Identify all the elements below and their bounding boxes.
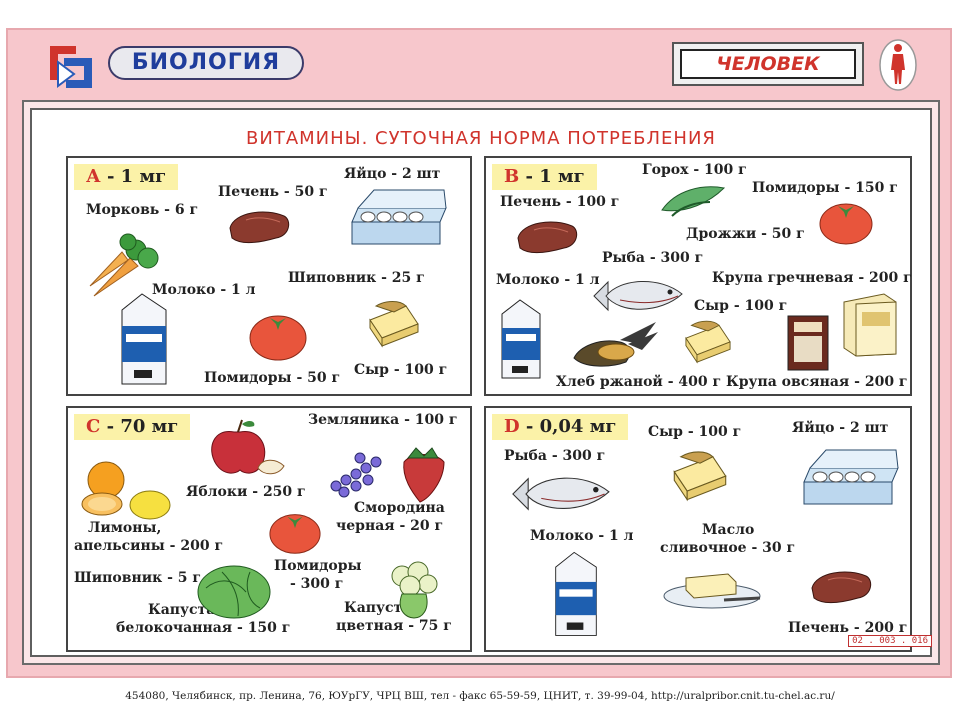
food-label: Сыр - 100 г <box>648 424 742 440</box>
food-label: Помидоры - 150 г <box>752 180 898 196</box>
food-label: белокочанная - 150 г <box>116 620 291 636</box>
orange-icon <box>81 461 125 516</box>
page-title: ВИТАМИНЫ. СУТОЧНАЯ НОРМА ПОТРЕБЛЕНИЯ <box>246 128 716 149</box>
milk-carton-icon <box>501 299 541 379</box>
food-label: Яйцо - 2 шт <box>792 420 889 436</box>
section-box: ЧЕЛОВЕК <box>672 42 864 86</box>
panel-vitamin-c: С - 70 мг Земляника - 100 г Яблоки - 250… <box>66 406 472 652</box>
food-label: Рыба - 300 г <box>504 448 606 464</box>
food-label: сливочное - 30 г <box>660 540 796 556</box>
cheese-icon <box>673 451 727 502</box>
tomato-icon <box>249 315 307 361</box>
egg-carton-icon <box>351 189 447 245</box>
currant-icon <box>330 452 382 498</box>
section-label: ЧЕЛОВЕК <box>680 49 856 79</box>
poster-frame: БИОЛОГИЯ ЧЕЛОВЕК ВИТАМИНЫ. СУТОЧНАЯ НОРМ… <box>6 28 952 678</box>
logo-icon <box>50 46 92 88</box>
fish-icon <box>593 280 683 312</box>
human-figure-icon <box>879 39 917 91</box>
food-label: Яйцо - 2 шт <box>344 166 441 182</box>
food-label: Печень - 200 г <box>788 620 908 636</box>
panel-vitamin-b: В - 1 мг Горох - 100 г Помидоры - 150 г … <box>484 156 912 396</box>
food-label: черная - 20 г <box>336 518 444 534</box>
food-label: Помидоры <box>274 558 362 574</box>
food-label: Молоко - 1 л <box>496 272 600 288</box>
food-label: Рыба - 300 г <box>602 250 704 266</box>
content-area: ВИТАМИНЫ. СУТОЧНАЯ НОРМА ПОТРЕБЛЕНИЯ А -… <box>30 108 932 657</box>
apple-icon <box>211 419 285 475</box>
food-label: Смородина <box>354 500 445 516</box>
content-frame: ВИТАМИНЫ. СУТОЧНАЯ НОРМА ПОТРЕБЛЕНИЯ А -… <box>22 100 940 665</box>
food-label: апельсины - 200 г <box>74 538 224 554</box>
food-label: Лимоны, <box>88 520 162 536</box>
vitamin-a-label: А - 1 мг <box>74 164 179 190</box>
panel-vitamin-a: А - 1 мг Морковь - 6 г Печень - 50 г Яйц… <box>66 156 472 396</box>
food-label: Капуста <box>148 602 216 618</box>
food-label: Земляника - 100 г <box>308 412 458 428</box>
liver-icon <box>517 221 578 254</box>
panel-vitamin-d: D - 0,04 мг Рыба - 300 г Сыр - 100 г Яйц… <box>484 406 912 652</box>
vitamin-b-label: В - 1 мг <box>492 164 597 190</box>
footer-address: 454080, Челябинск, пр. Ленина, 76, ЮУрГУ… <box>125 690 835 702</box>
tomato-icon <box>269 514 321 554</box>
cheese-icon <box>685 320 731 364</box>
food-label: Масло <box>702 522 755 538</box>
food-label: Морковь - 6 г <box>86 202 199 218</box>
vitamin-d-label: D - 0,04 мг <box>492 414 629 440</box>
carrot-icon <box>89 233 159 297</box>
subject-badge: БИОЛОГИЯ <box>108 46 304 80</box>
food-label: Дрожжи - 50 г <box>686 226 805 242</box>
food-label: Горох - 100 г <box>642 162 747 178</box>
food-label: - 300 г <box>290 576 344 592</box>
food-label: Капуста <box>344 600 412 616</box>
food-label: цветная - 75 г <box>336 618 452 634</box>
pea-pod-icon <box>661 186 726 217</box>
oat-box-icon <box>843 293 897 357</box>
food-label: Молоко - 1 л <box>152 282 256 298</box>
food-label: Яблоки - 250 г <box>186 484 306 500</box>
food-label: Сыр - 100 г <box>354 362 448 378</box>
milk-carton-icon <box>555 551 597 636</box>
food-label: Шиповник - 5 г <box>74 570 201 586</box>
food-label: Печень - 100 г <box>500 194 620 210</box>
cheese-icon <box>369 301 419 348</box>
food-label: Крупа гречневая - 200 г <box>712 270 912 286</box>
cauliflower-icon <box>391 561 438 619</box>
fish-icon <box>512 477 610 511</box>
vitamin-c-label: С - 70 мг <box>74 414 191 440</box>
bread-icon <box>573 322 658 367</box>
food-label: Молоко - 1 л <box>530 528 634 544</box>
catalog-code: 02 . 003 . 016 <box>848 635 932 647</box>
grain-box-icon <box>787 315 829 371</box>
lemon-icon <box>129 490 171 520</box>
food-label: Сыр - 100 г <box>694 298 788 314</box>
food-label: Помидоры - 50 г <box>204 370 341 386</box>
cabbage-icon <box>197 565 271 619</box>
food-label: Хлеб ржаной - 400 г <box>556 374 722 390</box>
strawberry-icon <box>403 447 445 503</box>
egg-carton-icon <box>803 449 899 505</box>
food-label: Крупа овсяная - 200 г <box>726 374 908 390</box>
milk-carton-icon <box>121 293 167 385</box>
liver-icon <box>229 211 290 244</box>
butter-icon <box>663 573 761 609</box>
food-label: Печень - 50 г <box>218 184 328 200</box>
tomato-icon <box>819 203 873 245</box>
food-label: Шиповник - 25 г <box>288 270 425 286</box>
liver-icon <box>811 571 872 604</box>
